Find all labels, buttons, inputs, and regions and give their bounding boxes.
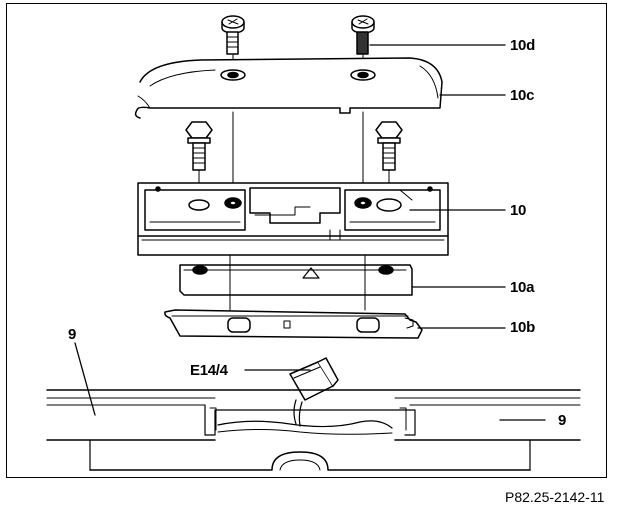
leader-9-left — [74, 342, 96, 416]
bolt-left — [185, 121, 213, 171]
part-10b — [164, 309, 423, 339]
part-10a — [179, 264, 413, 296]
label-10b: 10b — [510, 319, 535, 336]
figure-id: P82.25-2142-11 — [505, 489, 605, 505]
roof-frame-9 — [46, 389, 581, 471]
screw-10d-right — [351, 15, 375, 55]
label-9-right: 9 — [558, 412, 567, 429]
connector-e14-4 — [289, 357, 339, 427]
label-10a: 10a — [510, 279, 535, 296]
label-9-left: 9 — [68, 326, 77, 343]
bolt-right — [375, 121, 403, 171]
label-10d: 10d — [510, 37, 535, 54]
label-10c: 10c — [510, 87, 535, 104]
label-10: 10 — [510, 202, 527, 219]
label-e14-4: E14/4 — [190, 362, 228, 379]
housing-10 — [137, 182, 449, 256]
screw-10d-left — [221, 15, 245, 55]
cover-10c — [134, 57, 443, 119]
leader-lines — [74, 44, 546, 421]
